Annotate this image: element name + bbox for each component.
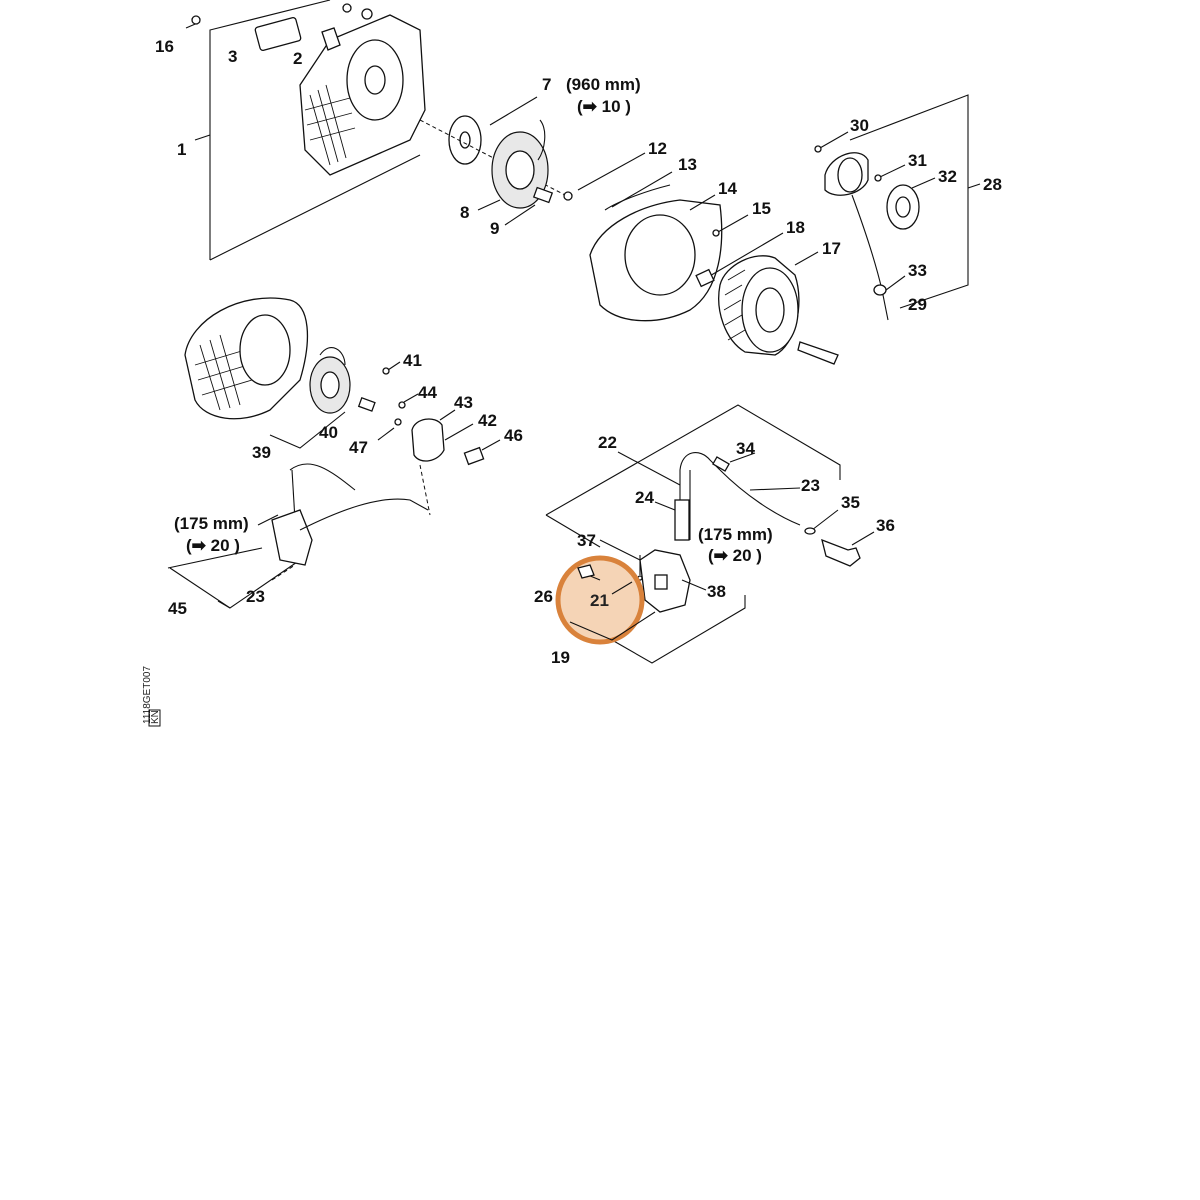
part-label-36: 36 — [876, 516, 895, 535]
drawing-code: 1118GET007 — [142, 666, 153, 724]
fan-housing-group — [185, 0, 426, 261]
part-label-29: 29 — [908, 295, 927, 314]
part-label-31: 31 — [908, 151, 927, 170]
part-label-41: 41 — [403, 351, 422, 370]
part-label-2: 2 — [293, 49, 302, 68]
part-label-22: 22 — [598, 433, 617, 452]
part-label-12: 12 — [648, 139, 667, 158]
part-label-30: 30 — [850, 116, 869, 135]
part-label-35: 35 — [841, 493, 860, 512]
part-label-16: 16 — [155, 37, 174, 56]
part-label-33: 33 — [908, 261, 927, 280]
part-label-45: 45 — [168, 599, 187, 618]
drawing-badge: KN — [150, 710, 161, 724]
part-label-23-left: 23 — [246, 587, 265, 606]
part-label-18: 18 — [786, 218, 805, 237]
part-label-19: 19 — [551, 648, 570, 667]
drawing-badge-box — [148, 709, 161, 727]
part-label-37: 37 — [577, 531, 596, 550]
part-label-7: 7 — [542, 75, 551, 94]
part-label-28: 28 — [983, 175, 1002, 194]
part-label-3: 3 — [228, 47, 237, 66]
part-label-40: 40 — [319, 423, 338, 442]
part-label-44: 44 — [418, 383, 437, 402]
part-label-43: 43 — [454, 393, 473, 412]
ignition-module-group — [545, 404, 875, 664]
rewind-starter-alt-group — [184, 297, 501, 516]
cable-ref-left: (➡ 20 ) — [186, 536, 240, 555]
part-label-15: 15 — [752, 199, 771, 218]
part-label-38: 38 — [707, 582, 726, 601]
part-label-14: 14 — [718, 179, 737, 198]
part-label-26: 26 — [534, 587, 553, 606]
part-label-47: 47 — [349, 438, 368, 457]
highlighted-part-detail — [569, 564, 656, 641]
rope-ref-top: (➡ 10 ) — [577, 97, 631, 116]
part-label-42: 42 — [478, 411, 497, 430]
part-label-34: 34 — [736, 439, 755, 458]
part-label-8: 8 — [460, 203, 469, 222]
pawl-carrier-group — [814, 94, 981, 321]
cable-ref-right: (➡ 20 ) — [708, 546, 762, 565]
part-label-39: 39 — [252, 443, 271, 462]
part-label-21: 21 — [590, 591, 609, 610]
part-label-13: 13 — [678, 155, 697, 174]
cable-length-left: (175 mm) — [174, 514, 249, 533]
cable-length-right: (175 mm) — [698, 525, 773, 544]
part-label-1: 1 — [177, 140, 186, 159]
part-label-24: 24 — [635, 488, 654, 507]
rope-length-top: (960 mm) — [566, 75, 641, 94]
part-label-17: 17 — [822, 239, 841, 258]
rewind-starter-group — [419, 96, 749, 322]
ignition-cable-left-group — [167, 463, 429, 609]
part-label-9: 9 — [490, 219, 499, 238]
part-label-46: 46 — [504, 426, 523, 445]
part-label-23-right: 23 — [801, 476, 820, 495]
flywheel-group — [695, 232, 839, 365]
part-label-32: 32 — [938, 167, 957, 186]
highlight-circle — [555, 555, 645, 645]
